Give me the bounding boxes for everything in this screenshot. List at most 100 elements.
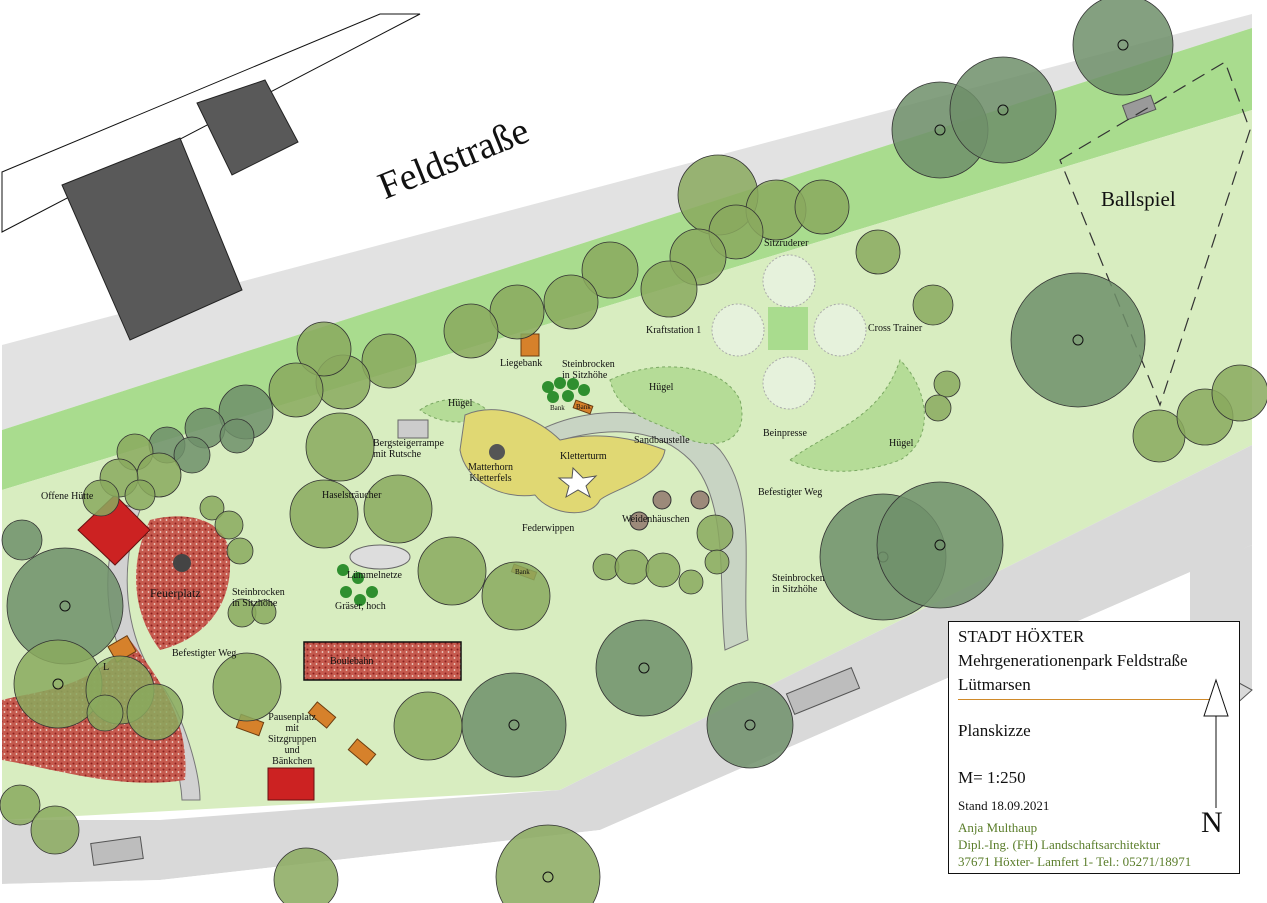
tree-trunk-34	[638, 662, 650, 674]
tree-12	[443, 303, 499, 359]
l-label: L	[103, 662, 110, 673]
tree-trunk-1	[934, 124, 946, 136]
title-address: 37671 Höxter- Lamfert 1- Tel.: 05271/189…	[958, 854, 1192, 869]
liegebank-label: Liegebank	[500, 358, 543, 369]
luemmelnetze-icon	[349, 544, 411, 570]
tree-29	[363, 474, 433, 544]
bank-label-1: Bank	[550, 404, 565, 412]
tree-64	[226, 537, 254, 565]
cross-trainer-label: Cross Trainer	[868, 323, 923, 334]
tree-63	[214, 510, 244, 540]
feuerplatz-label: Feuerplatz	[150, 586, 201, 600]
tree-trunk-2	[997, 104, 1009, 116]
tree-53	[0, 784, 41, 826]
title-date: Stand 18.09.2021	[958, 798, 1050, 813]
shrub-0	[542, 381, 554, 393]
tree-0	[1072, 0, 1174, 96]
boulebahn-court	[303, 641, 462, 681]
tree-trunk-36	[744, 719, 756, 731]
kletterturm-label: Kletterturm	[560, 451, 607, 462]
haselstraeucher-label: Haselsträucher	[322, 490, 382, 501]
tree-25	[124, 479, 156, 511]
tree-43	[1211, 364, 1267, 422]
title-block: STADT HÖXTER Mehrgenerationenpark Feldst…	[948, 621, 1240, 874]
tree-32	[212, 652, 282, 722]
tree-trunk-39	[934, 539, 946, 551]
befestigter-weg-right-label: Befestigter Weg	[758, 487, 823, 498]
tree-66	[251, 599, 277, 625]
tree-trunk-35	[508, 719, 520, 731]
tree-2	[949, 56, 1057, 164]
title-scale: M= 1:250	[958, 768, 1026, 787]
tree-5	[794, 179, 850, 235]
tree-trunk-40	[1072, 334, 1084, 346]
boulebahn-label: Boulebahn	[330, 656, 374, 667]
tree-57	[614, 549, 650, 585]
shrub-8	[366, 586, 378, 598]
tree-51	[126, 683, 184, 741]
hill-2-label: Hügel	[448, 398, 473, 409]
tree-46	[933, 370, 961, 398]
building-1	[61, 137, 243, 341]
tree-trunk-48	[59, 600, 71, 612]
tree-30	[417, 536, 487, 606]
tree-67	[273, 847, 339, 903]
tree-33	[393, 691, 463, 761]
tree-58	[645, 552, 681, 588]
bank-label-3: Bank	[515, 568, 530, 576]
tree-40	[1010, 272, 1146, 408]
tree-27	[305, 412, 375, 482]
tree-22	[173, 436, 211, 474]
shrub-4	[547, 391, 559, 403]
kraftstation-label: Kraftstation 1	[646, 325, 702, 336]
tree-31	[481, 561, 551, 631]
weidenhaeuschen-2	[629, 511, 649, 531]
tree-13	[361, 333, 417, 389]
tree-9	[581, 241, 639, 299]
title-location: Lütmarsen	[958, 675, 1031, 694]
bergsteigerrampe-icon	[397, 419, 429, 439]
tree-28	[289, 479, 359, 549]
shrub-5	[562, 390, 574, 402]
north-label: N	[1201, 806, 1223, 839]
sand-play-area	[459, 409, 666, 514]
title-degree: Dipl.-Ing. (FH) Landschaftsarchitektur	[958, 837, 1161, 852]
shrub-10	[354, 594, 366, 606]
tree-39	[876, 481, 1004, 609]
tree-52	[86, 694, 124, 732]
tree-37	[495, 824, 601, 903]
tree-trunk-37	[542, 871, 554, 883]
befestigter-weg-left-label: Befestigter Weg	[172, 648, 237, 659]
tree-trunk-49	[52, 678, 64, 690]
bank-label-2: Bank	[576, 403, 591, 411]
tree-61	[704, 549, 730, 575]
hill-3-label: Hügel	[889, 438, 914, 449]
title-author: Anja Multhaup	[958, 820, 1038, 835]
fire-pit-icon	[173, 554, 191, 572]
weidenhaeuschen-label: Weidenhäuschen	[622, 514, 690, 525]
tree-trunk-0	[1117, 39, 1129, 51]
offene-huette-label: Offene Hütte	[41, 491, 94, 502]
tree-59	[678, 569, 704, 595]
tree-8	[640, 260, 698, 318]
tree-45	[912, 284, 954, 326]
tree-36	[706, 681, 794, 769]
beinpresse-label: Beinpresse	[763, 428, 807, 439]
tree-16	[268, 362, 324, 418]
hill-1	[609, 366, 743, 445]
hill-1-label: Hügel	[649, 382, 674, 393]
shrub-3	[578, 384, 590, 396]
tree-60	[696, 514, 734, 552]
shrub-1	[554, 377, 566, 389]
title-divider	[958, 699, 1213, 700]
sandbaustelle-label: Sandbaustelle	[634, 435, 690, 446]
title-plan-type: Planskizze	[958, 721, 1031, 740]
shrub-7	[352, 572, 364, 584]
sitzruderer-label: Sitzruderer	[764, 238, 809, 249]
